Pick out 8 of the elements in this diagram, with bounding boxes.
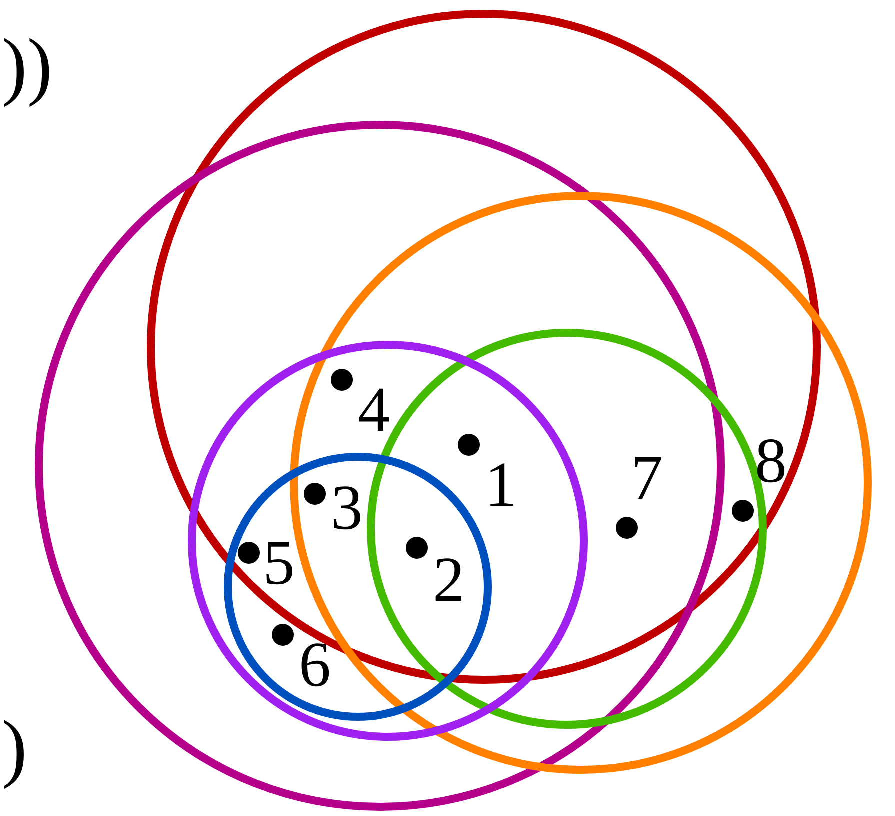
point-label: 7: [631, 446, 663, 510]
point-label: 5: [263, 531, 295, 595]
point-label: 6: [299, 633, 331, 697]
point-label: 3: [331, 476, 363, 540]
point-label: 4: [358, 378, 390, 442]
point-label: 2: [433, 548, 465, 612]
point-label: 8: [755, 429, 787, 493]
point-label: 1: [485, 453, 517, 517]
